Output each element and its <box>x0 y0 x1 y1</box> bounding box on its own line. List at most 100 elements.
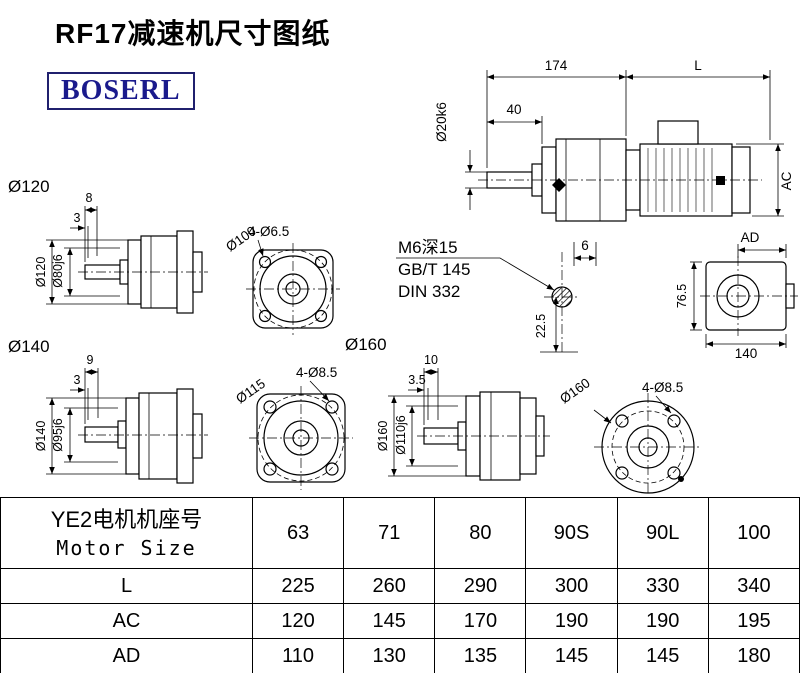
shaft-key-mark <box>716 176 725 185</box>
cell-AC-63: 120 <box>251 603 345 639</box>
row-label-AC: AC <box>0 603 253 639</box>
cell-AD-90L: 145 <box>616 638 709 673</box>
thread-note-line1: M6深15 <box>398 238 458 257</box>
table-header-row: YE2电机机座号 Motor Size 63 71 80 90S 90L 100 <box>0 497 800 569</box>
cell-L-100: 340 <box>707 568 800 604</box>
label-120: Ø120 <box>8 177 50 196</box>
flange120-side-view: Ø120 8 3 Ø120 Ø80j6 <box>8 177 208 314</box>
bolt-hole <box>258 255 272 269</box>
dim-L: L <box>694 58 702 73</box>
dim-3-140: 3 <box>74 373 81 387</box>
dia-140: Ø140 <box>34 421 48 452</box>
bolt-hole <box>667 414 681 428</box>
dia-100: Ø100 <box>223 223 259 254</box>
cell-AC-71: 145 <box>343 603 436 639</box>
row-label-AD: AD <box>0 638 253 673</box>
cell-AD-100: 180 <box>707 638 800 673</box>
bolt-hole <box>263 400 277 414</box>
cell-L-90S: 300 <box>525 568 618 604</box>
col-header-100: 100 <box>707 497 800 569</box>
thread-note-line3: DIN 332 <box>398 282 460 301</box>
dim-8: 8 <box>86 191 93 205</box>
dia-95j6: Ø95j6 <box>51 418 65 451</box>
col-header-90S: 90S <box>525 497 618 569</box>
cell-AD-63: 110 <box>251 638 345 673</box>
col-header-63: 63 <box>251 497 345 569</box>
bolt-hole <box>325 400 339 414</box>
bolt-hole <box>667 466 681 480</box>
cell-AD-71: 130 <box>343 638 436 673</box>
dim-3-5: 3.5 <box>408 373 425 387</box>
bolt-hole <box>615 414 629 428</box>
thread-note-line2: GB/T 145 <box>398 260 470 279</box>
flange160-front-view: 4-Ø8.5 Ø160 <box>557 375 702 495</box>
col-header-80: 80 <box>434 497 527 569</box>
dim-AC: AC <box>779 171 794 190</box>
bolt-hole <box>263 462 277 476</box>
cell-L-71: 260 <box>343 568 436 604</box>
page-title: RF17减速机尺寸图纸 <box>55 18 331 49</box>
dim-6: 6 <box>581 238 589 253</box>
section-dot <box>678 476 684 482</box>
cell-L-80: 290 <box>434 568 527 604</box>
holes-160: 4-Ø8.5 <box>642 380 683 395</box>
label-140: Ø140 <box>8 337 50 356</box>
dim-9: 9 <box>87 353 94 367</box>
dia-160-front: Ø160 <box>557 375 593 406</box>
label-160: Ø160 <box>345 335 387 354</box>
dim-22-5: 22.5 <box>534 314 548 338</box>
bolt-hole <box>325 462 339 476</box>
boserl-logo: BOSERL <box>47 72 195 110</box>
table-row-AD: AD 110 130 135 145 145 180 <box>0 638 800 673</box>
shaft-end-detail: M6深15 GB/T 145 DIN 332 6 22.5 <box>396 238 597 353</box>
main-assembly-view: 174 L 40 Ø20k6 AC <box>434 58 794 222</box>
eyebolt-mark <box>552 178 566 192</box>
logo-text: BOSERL <box>61 75 181 106</box>
dim-140: 140 <box>735 346 758 361</box>
dim-40: 40 <box>506 102 521 117</box>
table-row-AC: AC 120 145 170 190 190 195 <box>0 603 800 639</box>
shaft-140 <box>84 426 119 443</box>
dim-shaft-dia: Ø20k6 <box>434 102 449 142</box>
cell-AC-100: 195 <box>707 603 800 639</box>
cell-L-90L: 330 <box>616 568 709 604</box>
header-en: Motor Size <box>56 535 197 560</box>
holes-100: 4-Ø6.5 <box>248 224 289 239</box>
dia-120: Ø120 <box>34 257 48 288</box>
row-label-L: L <box>0 568 253 604</box>
table-row-L: L 225 260 290 300 330 340 <box>0 568 800 604</box>
bolt-hole <box>615 466 629 480</box>
dimension-table: YE2电机机座号 Motor Size 63 71 80 90S 90L 100… <box>0 497 800 673</box>
cell-AC-90S: 190 <box>525 603 618 639</box>
cell-L-63: 225 <box>251 568 345 604</box>
cell-AD-80: 135 <box>434 638 527 673</box>
flange160-side-view: Ø160 10 3.5 Ø160 Ø110j6 <box>345 335 550 481</box>
flange115-front-view: 4-Ø8.5 Ø115 <box>233 365 353 490</box>
flange100-front-view: 4-Ø6.5 Ø100 <box>223 223 340 335</box>
terminal-box <box>657 120 699 145</box>
cell-AC-80: 170 <box>434 603 527 639</box>
holes-115: 4-Ø8.5 <box>296 365 337 380</box>
col-header-90L: 90L <box>616 497 709 569</box>
dia-110j6: Ø110j6 <box>394 415 408 454</box>
header-cn: YE2电机机座号 <box>50 507 203 533</box>
technical-drawing: 174 L 40 Ø20k6 AC M6深15 GB/T 145 DIN 332 <box>8 58 798 495</box>
body-140 <box>138 392 178 480</box>
bolt-hole <box>314 255 328 269</box>
cell-AC-90L: 190 <box>616 603 709 639</box>
gearbox-end-view: AD 76.5 140 <box>675 230 798 361</box>
flange140-side-view: Ø140 9 3 Ø140 Ø95j6 <box>8 337 208 484</box>
flange-140 <box>125 397 140 475</box>
dim-3-120: 3 <box>74 211 81 225</box>
bolt-hole <box>258 309 272 323</box>
dim-76-5: 76.5 <box>675 284 689 308</box>
dim-10: 10 <box>424 353 438 367</box>
dim-174: 174 <box>545 58 568 73</box>
dim-AD: AD <box>741 230 760 245</box>
bolt-hole <box>314 309 328 323</box>
dia-160: Ø160 <box>376 421 390 452</box>
motor-size-header: YE2电机机座号 Motor Size <box>0 497 253 569</box>
dia-80j6: Ø80j6 <box>51 254 65 287</box>
col-header-71: 71 <box>343 497 436 569</box>
